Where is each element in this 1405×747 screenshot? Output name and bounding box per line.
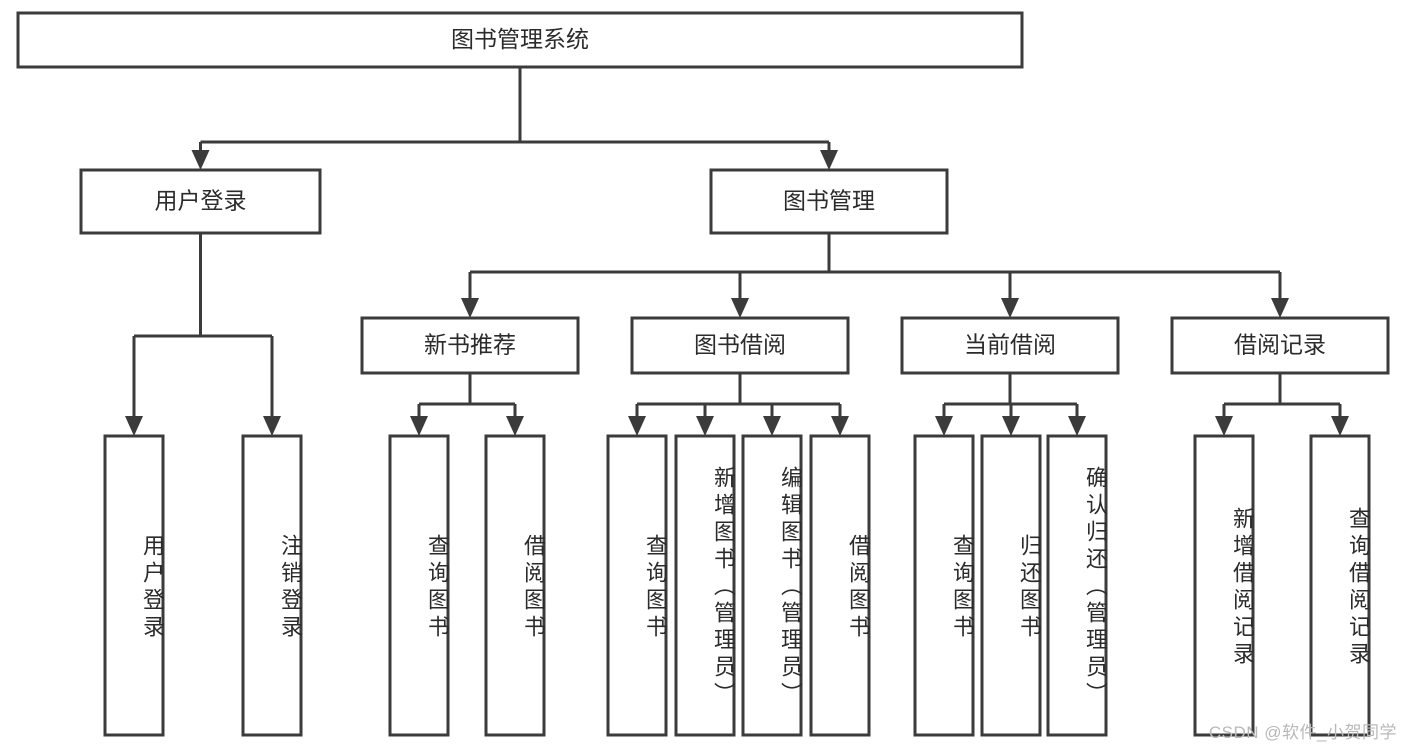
arrow-head-icon	[191, 150, 210, 170]
arrow-head-icon	[1001, 298, 1019, 318]
node-label-current-borrow: 当前借阅	[964, 332, 1056, 358]
arrow-head-icon	[935, 416, 953, 436]
leaf-node-leaf-edit-book[interactable]	[741, 434, 803, 737]
arrow-head-icon	[628, 416, 646, 436]
watermark: CSDN @软件_小贺同学	[1208, 723, 1397, 742]
arrow-head-icon	[731, 298, 749, 318]
node-book-borrow[interactable]	[630, 316, 850, 375]
leaf-node-leaf-add-book[interactable]	[674, 434, 736, 737]
leaf-node-leaf-borrow-book-1[interactable]	[484, 434, 546, 737]
arrow-head-icon	[1068, 416, 1086, 436]
node-label-borrow-record: 借阅记录	[1234, 332, 1326, 358]
leaf-node-leaf-query-book-2[interactable]	[606, 434, 668, 737]
arrow-head-icon	[1002, 416, 1020, 436]
arrow-head-icon	[1215, 416, 1233, 436]
arrow-head-icon	[1331, 416, 1349, 436]
root-node-system[interactable]	[16, 11, 1024, 69]
leaf-node-leaf-query-record[interactable]	[1309, 434, 1371, 737]
arrow-head-icon	[125, 416, 143, 436]
node-label-new-book-recommend: 新书推荐	[424, 332, 516, 358]
arrow-head-icon	[410, 416, 428, 436]
leaf-node-leaf-logout[interactable]	[241, 434, 303, 737]
connector-lines-layer	[125, 67, 1349, 436]
leaf-node-leaf-add-record[interactable]	[1193, 434, 1255, 737]
node-new-book-recommend[interactable]	[360, 316, 580, 375]
node-label-user-login: 用户登录	[155, 188, 247, 214]
arrow-head-icon	[263, 416, 281, 436]
node-user-login[interactable]	[79, 168, 322, 235]
leaf-node-leaf-borrow-book-2[interactable]	[809, 434, 871, 737]
leaf-node-leaf-query-book-1[interactable]	[388, 434, 450, 737]
arrow-head-icon	[1271, 298, 1289, 318]
node-book-manage[interactable]	[709, 168, 949, 235]
node-boxes-layer	[16, 11, 1390, 737]
root-node-label: 图书管理系统	[451, 26, 589, 52]
arrow-head-icon	[506, 416, 524, 436]
leaf-node-leaf-query-book-3[interactable]	[913, 434, 975, 737]
node-borrow-record[interactable]	[1170, 316, 1390, 375]
leaf-node-leaf-user-login[interactable]	[103, 434, 165, 737]
arrow-head-icon	[763, 416, 781, 436]
arrow-head-icon	[461, 298, 479, 318]
node-current-borrow[interactable]	[900, 316, 1120, 375]
arrow-head-icon	[696, 416, 714, 436]
node-label-book-manage: 图书管理	[783, 188, 875, 214]
node-label-book-borrow: 图书借阅	[694, 332, 786, 358]
leaf-node-leaf-confirm-return[interactable]	[1046, 434, 1108, 737]
arrow-head-icon	[820, 150, 838, 170]
arrow-head-icon	[831, 416, 849, 436]
leaf-node-leaf-return-book[interactable]	[980, 434, 1042, 737]
